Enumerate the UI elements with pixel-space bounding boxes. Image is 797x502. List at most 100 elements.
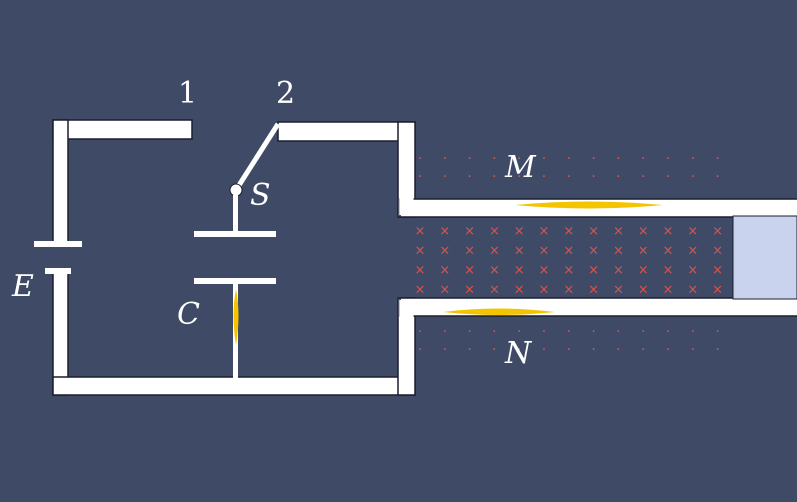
switch-pivot[interactable] [229,183,243,197]
field-dot: · [591,324,595,340]
field-dot: · [467,342,471,358]
field-dot: · [542,324,546,340]
field-cross: × [439,263,450,278]
field-dot: · [567,169,571,185]
field-cross: × [687,263,698,278]
field-cross: × [489,283,500,298]
field-cross: × [712,263,723,278]
field-dot: · [467,151,471,167]
field-dot: · [492,151,496,167]
field-cross: × [638,283,649,298]
joint-bottom [399,300,414,393]
field-dot: · [443,169,447,185]
field-dot: · [616,324,620,340]
battery-long-plate [34,241,82,247]
field-cross: × [464,224,475,239]
switch-label: S [250,178,271,213]
field-dot: · [616,151,620,167]
magnetic-field-dots: · · · · · · · · · · · · · · · · · · · · · · · · · · · · · · · · · · · · · · · ·… [418,151,720,358]
field-dot: · [418,169,422,185]
field-dot: · [715,151,719,167]
field-dot: · [567,342,571,358]
field-dot: · [691,169,695,185]
field-dot: · [517,324,521,340]
field-dot: · [715,324,719,340]
field-cross: × [687,283,698,298]
wire-top-right [277,121,416,142]
field-dot: · [616,342,620,358]
field-cross: × [489,224,500,239]
field-dot: · [492,169,496,185]
field-dot: · [517,151,521,167]
field-cross: × [613,283,624,298]
rail-m-label: M [504,150,537,185]
field-cross: × [415,244,426,259]
field-dot: · [666,151,670,167]
field-dot: · [666,342,670,358]
field-cross: × [464,244,475,259]
wire-top-left [52,119,193,140]
field-dot: · [542,169,546,185]
field-dot: · [641,342,645,358]
field-cross: × [663,224,674,239]
field-dot: · [641,324,645,340]
field-dot: · [666,324,670,340]
field-cross: × [663,283,674,298]
field-dot: · [418,342,422,358]
field-cross: × [712,244,723,259]
field-cross: × [563,283,574,298]
field-cross: × [539,224,550,239]
field-cross: × [613,224,624,239]
field-dot: · [567,324,571,340]
field-dot: · [591,169,595,185]
field-dot: · [443,324,447,340]
field-dot: · [666,169,670,185]
field-cross: × [539,283,550,298]
field-cross: × [638,263,649,278]
field-dot: · [591,342,595,358]
field-dot: · [567,151,571,167]
magnetic-field-crosses: ××××××××××××××××××××××××××××××××××××××××… [415,224,724,298]
switch-stem [233,195,238,233]
field-cross: × [712,283,723,298]
field-dot: · [443,151,447,167]
capacitor-label: C [177,297,200,332]
field-cross: × [415,263,426,278]
field-dot: · [715,169,719,185]
field-cross: × [588,244,599,259]
field-cross: × [687,224,698,239]
joint-top [399,123,414,215]
field-cross: × [613,263,624,278]
field-dot: · [517,169,521,185]
wire-left-upper [52,119,69,245]
field-cross: × [464,283,475,298]
field-dot: · [715,342,719,358]
field-dot: · [492,324,496,340]
field-cross: × [588,224,599,239]
wire-bottom [52,376,416,396]
field-cross: × [563,244,574,259]
field-cross: × [588,263,599,278]
field-dot: · [616,169,620,185]
rail-n-spark [443,308,555,315]
field-dot: · [418,151,422,167]
switch-lever[interactable] [233,122,281,192]
capacitor-plate-top [194,231,276,237]
capacitor-plate-bottom [194,278,276,284]
field-cross: × [439,244,450,259]
field-dot: · [467,169,471,185]
field-cross: × [712,224,723,239]
field-cross: × [663,263,674,278]
field-dot: · [641,151,645,167]
field-dot: · [591,151,595,167]
field-cross: × [539,263,550,278]
field-cross: × [514,283,525,298]
field-cross: × [638,244,649,259]
rail-m-spark [515,201,663,209]
battery-label: E [11,269,34,304]
field-dot: · [517,342,521,358]
field-cross: × [439,283,450,298]
field-cross: × [687,244,698,259]
